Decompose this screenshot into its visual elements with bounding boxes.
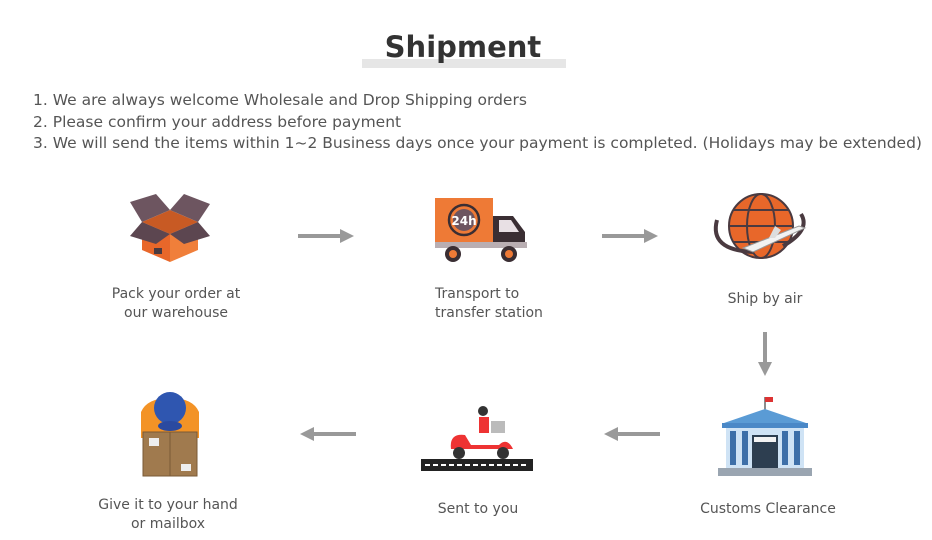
arrow-right-icon [602,229,658,243]
customs-building-icon [718,397,812,476]
step-label-air: Ship by air [727,291,803,307]
courier-with-package-icon [141,392,199,477]
arrow-left-icon [300,427,356,441]
arrow-right-icon [298,229,354,243]
note-2: 2. Please confirm your address before pa… [33,113,402,131]
step-label-customs: Customs Clearance [700,501,836,517]
note-3: 3. We will send the items within 1~2 Bus… [33,134,922,152]
delivery-truck-icon: 24h [435,198,527,262]
note-1: 1. We are always welcome Wholesale and D… [33,91,527,109]
title-underline [362,59,566,68]
globe-airplane-icon [713,193,807,259]
scooter-courier-icon [421,406,533,471]
arrow-left-icon [604,427,660,441]
open-box-icon [130,194,210,262]
page-title: Shipment [384,30,542,64]
arrow-down-icon [758,332,772,376]
step-label-sent: Sent to you [437,501,519,517]
truck-badge: 24h [451,214,476,228]
